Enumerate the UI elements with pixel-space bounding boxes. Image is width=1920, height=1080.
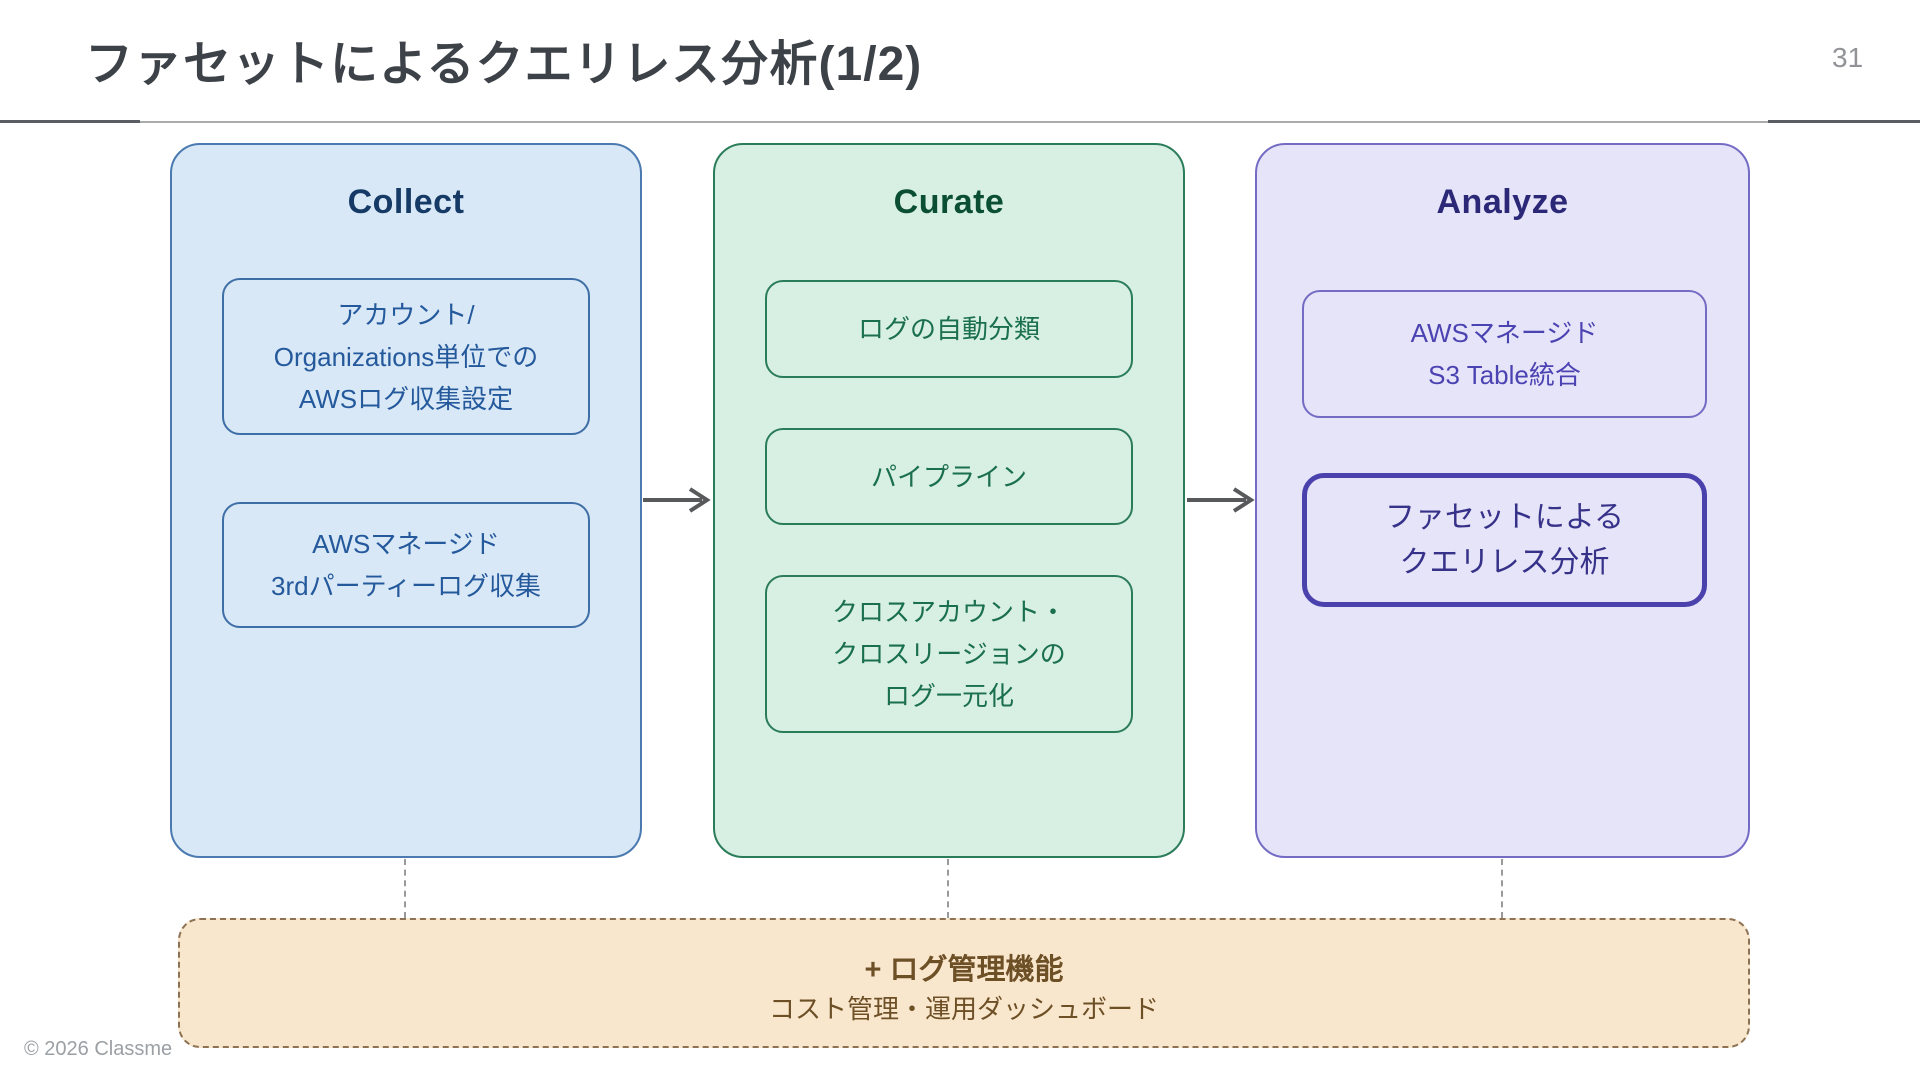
collect-item-managed-3rd-party-logs: AWSマネージド 3rdパーティーログ収集 (222, 502, 590, 628)
curate-item-auto-classification: ログの自動分類 (765, 280, 1133, 378)
analyze-item-s3-table-integration: AWSマネージド S3 Table統合 (1302, 290, 1707, 418)
item-text-line: クロスリージョンの (832, 639, 1066, 669)
item-text-line: ログの自動分類 (857, 314, 1040, 344)
flow-arrow-collect-to-curate (643, 487, 711, 513)
page-number: 31 (1832, 42, 1864, 73)
connector-curate-to-footer (947, 859, 949, 918)
header-divider-dark-right (1768, 120, 1920, 123)
collect-header: Collect (347, 183, 465, 221)
curate-item-pipeline: パイプライン (765, 428, 1133, 525)
copyright-text: © 2026 Classme (24, 1038, 173, 1060)
item-text-line: S3 Table統合 (1428, 360, 1581, 390)
slide-title: ファセットによるクエリレス分析(1/2) (85, 38, 923, 91)
item-text-line: AWSマネージド (1410, 318, 1599, 348)
header-divider-line (0, 121, 1920, 123)
curate-header: Curate (893, 183, 1005, 221)
item-text-line: ファセットによる (1384, 501, 1625, 534)
collect-column: Collect アカウント/ Organizations単位での AWSログ収集… (170, 143, 642, 858)
analyze-header: Analyze (1436, 183, 1569, 221)
analyze-item-faceted-queryless-analysis: ファセットによる クエリレス分析 (1302, 473, 1707, 607)
log-management-footer-box: + ログ管理機能 コスト管理・運用ダッシュボード (178, 918, 1750, 1048)
footer-box-subtitle: コスト管理・運用ダッシュボード (768, 994, 1159, 1024)
connector-collect-to-footer (404, 859, 406, 918)
header-divider-dark-left (0, 120, 140, 123)
item-text-line: クエリレス分析 (1399, 546, 1610, 579)
item-text-line: AWSマネージド (312, 529, 500, 559)
collect-item-account-organizations: アカウント/ Organizations単位での AWSログ収集設定 (222, 278, 590, 435)
flow-arrow-curate-to-analyze (1187, 487, 1255, 513)
curate-column: Curate ログの自動分類 パイプライン クロスアカウント・ クロスリージョン… (713, 143, 1185, 858)
analyze-column: Analyze AWSマネージド S3 Table統合 ファセットによる クエリ… (1255, 143, 1750, 858)
item-text-line: ログ一元化 (883, 681, 1014, 711)
item-text-line: 3rdパーティーログ収集 (270, 571, 542, 601)
item-text-line: アカウント/ (337, 299, 475, 330)
item-text-line: AWSログ収集設定 (298, 383, 514, 414)
connector-analyze-to-footer (1501, 859, 1503, 918)
item-text-line: Organizations単位での (273, 341, 539, 372)
curate-item-cross-account-region: クロスアカウント・ クロスリージョンの ログ一元化 (765, 575, 1133, 733)
item-text-line: パイプライン (870, 461, 1027, 492)
item-text-line: クロスアカウント・ (831, 597, 1066, 627)
footer-box-title: + ログ管理機能 (864, 954, 1064, 986)
